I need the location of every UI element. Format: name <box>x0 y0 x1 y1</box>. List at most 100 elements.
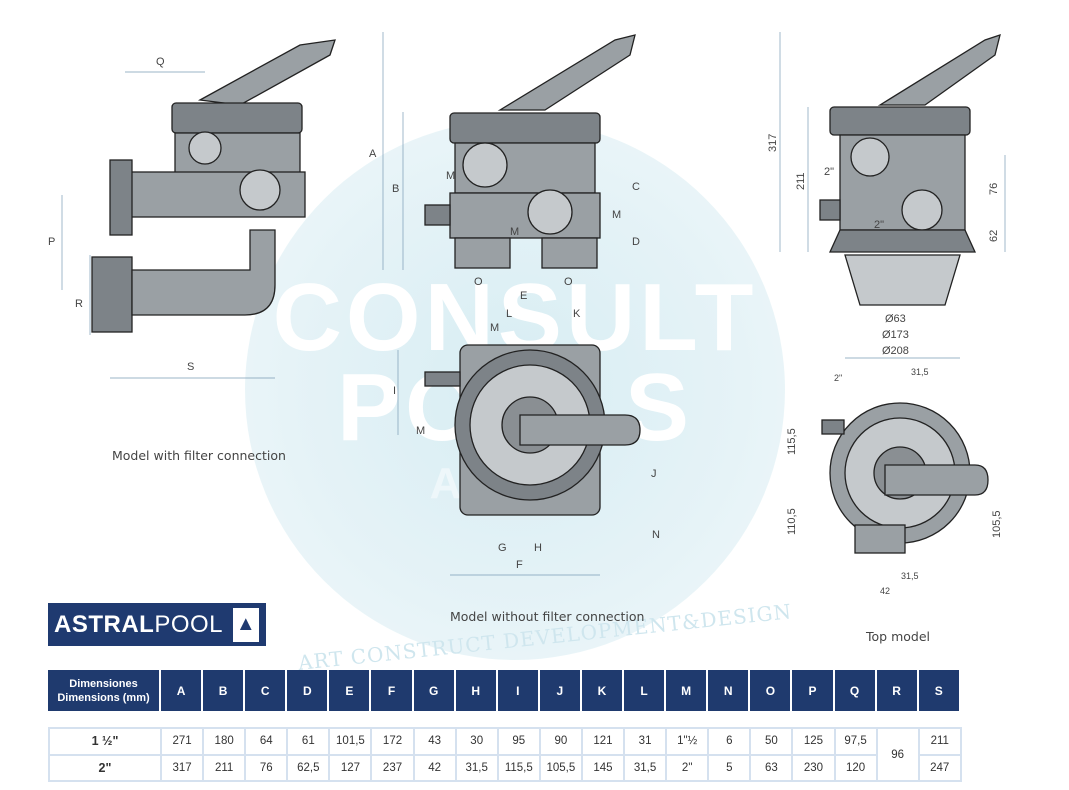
dim-label-h: H <box>534 542 542 554</box>
top-model-top-view <box>821 402 989 554</box>
caption-model-without-filter: Model without filter connection <box>450 609 645 624</box>
table-cell-a: 271 <box>159 727 205 756</box>
dim-label-m: M <box>416 425 426 437</box>
table-cell-d: 62,5 <box>286 753 331 782</box>
dim-label-o: O <box>564 276 573 288</box>
column-header-l: L <box>623 670 667 711</box>
dim-label-k: K <box>573 308 581 320</box>
valve-front-view <box>424 34 636 269</box>
dim-label-76: 76 <box>988 182 1000 195</box>
column-header-p: P <box>791 670 835 711</box>
dim-label-31-5: 31,5 <box>901 571 919 581</box>
table-cell-b: 211 <box>202 753 247 782</box>
logo-text-bold: ASTRAL <box>54 610 155 638</box>
dim-label-m: M <box>446 170 456 182</box>
table-cell-h: 30 <box>454 727 499 756</box>
dim-label-d63: Ø63 <box>885 313 906 325</box>
table-cell-s: 211 <box>917 727 962 756</box>
column-header-a: A <box>160 670 204 711</box>
dim-label-m: M <box>612 209 622 221</box>
column-header-h: H <box>454 670 498 711</box>
caption-model-with-filter: Model with filter connection <box>112 448 286 463</box>
valve-top-view <box>424 344 641 516</box>
row-size: 1 ½" <box>48 727 162 756</box>
table-cell-k: 145 <box>580 753 626 782</box>
dim-label-m: M <box>510 226 520 238</box>
dim-label-31-5: 31,5 <box>911 367 929 377</box>
column-header-s: S <box>917 670 961 711</box>
dim-label-s: S <box>187 361 195 373</box>
dim-label-110-5: 110,5 <box>786 508 798 535</box>
header-dimensiones-es: Dimensiones <box>69 677 138 690</box>
table-cell-g: 42 <box>412 753 457 782</box>
dim-label-l: L <box>506 308 513 320</box>
dim-label-m: M <box>490 322 500 334</box>
dim-label-g: G <box>498 542 507 554</box>
dim-label-c: C <box>632 181 640 193</box>
valve-side-view-with-filter <box>91 39 336 333</box>
dim-label-d208: Ø208 <box>882 345 909 357</box>
column-header-m: M <box>665 670 709 711</box>
dimension-lines <box>61 32 1006 576</box>
table-cell-s: 247 <box>917 753 962 782</box>
table-cell-n: 6 <box>707 727 752 756</box>
table-cell-r: 96 <box>875 727 920 782</box>
column-header-q: Q <box>833 670 877 711</box>
caption-top-model: Top model <box>866 629 930 644</box>
table-cell-o: 63 <box>749 753 794 782</box>
table-cell-p: 125 <box>791 727 836 756</box>
dim-label-i: I <box>393 385 397 397</box>
table-cell-f: 237 <box>370 753 415 782</box>
dim-label-42: 42 <box>880 586 891 596</box>
table-cell-i: 95 <box>496 727 541 756</box>
table-cell-l: 31 <box>623 727 668 756</box>
table-cell-l: 31,5 <box>623 753 668 782</box>
column-header-k: K <box>580 670 625 711</box>
dim-label-d: D <box>632 236 640 248</box>
column-header-f: F <box>370 670 414 711</box>
table-cell-j: 90 <box>538 727 583 756</box>
dim-label-105-5: 105,5 <box>991 510 1003 538</box>
table-cell-e: 101,5 <box>328 727 373 756</box>
column-header-g: G <box>412 670 456 711</box>
table-cell-n: 5 <box>707 753 752 782</box>
dim-label-62: 62 <box>988 229 1000 242</box>
column-header-o: O <box>749 670 793 711</box>
dim-label-2in: 2" <box>874 219 885 231</box>
table-cell-k: 121 <box>580 727 626 756</box>
dim-label-q: Q <box>156 56 165 68</box>
table-cell-o: 50 <box>749 727 794 756</box>
table-cell-j: 105,5 <box>538 753 583 782</box>
table-cell-q: 97,5 <box>833 727 878 756</box>
table-cell-d: 61 <box>286 727 331 756</box>
column-header-e: E <box>328 670 372 711</box>
dim-label-p: P <box>48 236 56 248</box>
dim-label-r: R <box>75 298 83 310</box>
table-cell-i: 115,5 <box>496 753 541 782</box>
column-header-j: J <box>538 670 582 711</box>
dim-label-o: O <box>474 276 483 288</box>
table-cell-e: 127 <box>328 753 373 782</box>
logo-mark-icon: ▲ <box>233 607 260 642</box>
row-size: 2" <box>48 753 162 782</box>
dim-label-115-5: 115,5 <box>786 428 798 455</box>
column-header-d: D <box>286 670 330 711</box>
table-cell-a: 317 <box>159 753 205 782</box>
dim-label-e: E <box>520 290 528 302</box>
technical-drawings <box>61 32 1006 576</box>
column-header-b: B <box>202 670 246 711</box>
table-cell-m: 1"½ <box>665 727 710 756</box>
table-cell-c: 64 <box>244 727 289 756</box>
table-cell-p: 230 <box>791 753 836 782</box>
dim-label-n: N <box>652 529 660 541</box>
dim-label-d173: Ø173 <box>882 329 909 341</box>
top-model-side-view <box>819 34 1001 306</box>
dim-label-f: F <box>516 559 523 571</box>
logo-text-light: POOL <box>154 610 224 638</box>
table-cell-g: 43 <box>412 727 457 756</box>
table-cell-h: 31,5 <box>454 753 499 782</box>
